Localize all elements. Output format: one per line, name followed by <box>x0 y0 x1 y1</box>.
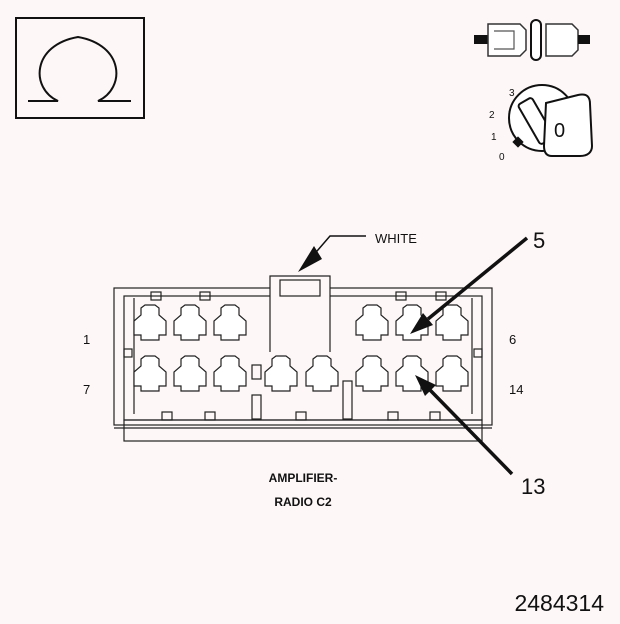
cavity-top-2 <box>173 304 207 341</box>
connector-caption-line2: RADIO C2 <box>274 495 332 509</box>
connector-caption-line1: AMPLIFIER- <box>269 471 338 485</box>
pin-label-7: 7 <box>83 382 90 397</box>
cavity-bottom-2 <box>173 355 207 392</box>
cavity-top-6 <box>435 304 469 341</box>
callout-5: 5 <box>533 228 545 253</box>
connector-disconnect-icon <box>474 19 590 61</box>
ignition-key-icon: 3 2 1 0 0 <box>489 84 594 163</box>
switch-position-2: 2 <box>489 110 495 121</box>
pin-label-14: 14 <box>509 382 523 397</box>
callout-arrow-5: 5 <box>410 228 545 334</box>
cavity-bottom-6 <box>355 355 389 392</box>
cavity-top-3 <box>213 304 247 341</box>
ohm-icon <box>28 35 131 102</box>
figure-number: 2484314 <box>514 590 604 616</box>
cavity-top-4 <box>355 304 389 341</box>
key-label: 0 <box>554 120 565 142</box>
switch-position-3: 3 <box>509 88 515 99</box>
cavity-bottom-5 <box>305 355 339 392</box>
cavity-bottom-1 <box>133 355 167 392</box>
pin-label-1: 1 <box>83 332 90 347</box>
cavity-top-5 <box>395 304 429 341</box>
pin-label-6: 6 <box>509 332 516 347</box>
cavity-bottom-8 <box>435 355 469 392</box>
cavity-bottom-3 <box>213 355 247 392</box>
callout-arrow-13: 13 <box>415 375 545 499</box>
cavity-bottom-4 <box>264 355 298 392</box>
connector-body <box>113 275 493 442</box>
switch-position-1: 1 <box>491 132 497 143</box>
callout-13: 13 <box>521 474 545 499</box>
switch-position-0: 0 <box>499 152 505 163</box>
white-callout: WHITE <box>298 231 417 272</box>
connector-color-label: WHITE <box>375 231 417 246</box>
ohm-symbol-box <box>15 17 145 119</box>
cavity-top-1 <box>133 304 167 341</box>
terminal-cavities <box>133 304 469 392</box>
